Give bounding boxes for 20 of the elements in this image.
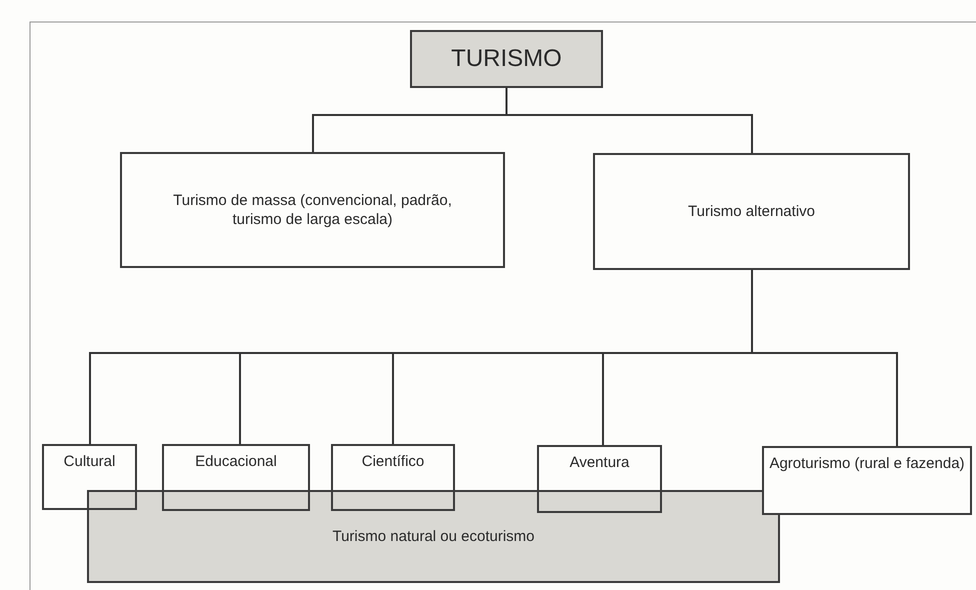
category-box	[120, 152, 505, 268]
connector-line	[751, 270, 898, 446]
node-label: Cultural	[64, 452, 116, 472]
category-box	[162, 444, 310, 511]
node-label: Agroturismo (rural e fazenda)	[769, 454, 965, 474]
category-box	[42, 444, 137, 510]
connector-line	[506, 88, 753, 153]
category-box	[331, 444, 455, 511]
category-box	[762, 446, 972, 515]
node-label: Turismo de massa (convencional, padrão, turismo de larga escala)	[172, 190, 453, 230]
node-label: Científico	[362, 452, 424, 472]
node-label: Turismo alternativo	[688, 202, 815, 222]
category-box	[537, 445, 662, 513]
node-label: Educacional	[195, 452, 277, 472]
node-label: Aventura	[570, 453, 630, 472]
node-label: TURISMO	[451, 44, 562, 74]
group-band	[87, 490, 780, 583]
root-box	[410, 30, 603, 88]
category-box	[593, 153, 910, 270]
node-label: Turismo natural ou ecoturismo	[332, 526, 535, 546]
